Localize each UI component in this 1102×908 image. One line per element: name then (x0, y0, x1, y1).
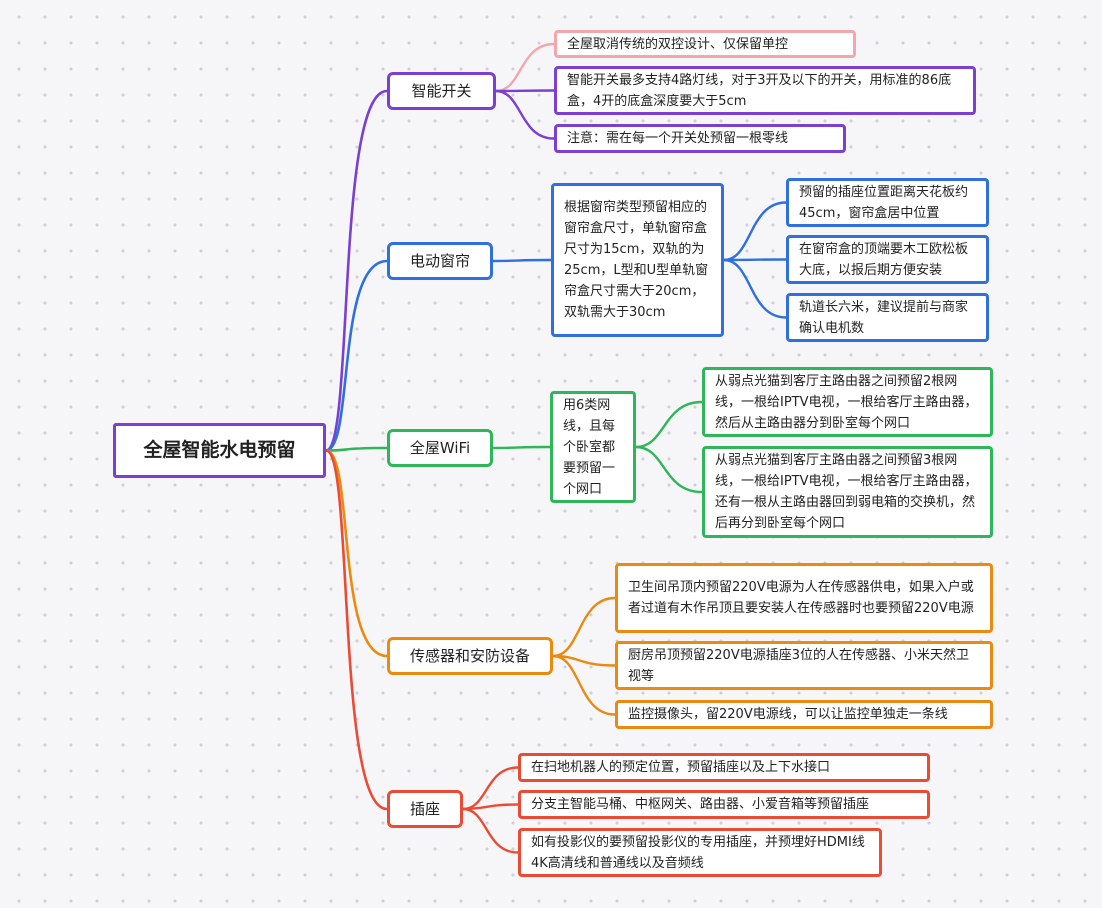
link-switch-item-1 (494, 42, 556, 93)
sensor-item-1[interactable]: 卫生间吊顶内预留220V电源为人在传感器供电，如果入户或者过道有木作吊顶且要安装… (615, 563, 993, 633)
branch-smart-switch-label: 智能开关 (411, 81, 472, 100)
switch-item-2[interactable]: 智能开关最多支持4路灯线，对于3开及以下的开关，用标准的86底盒，4开的底盒深度… (554, 66, 976, 115)
socket-item-3-text: 如有投影仪的要预留投影仪的专用插座，并预埋好HDMI线4K高清线和普通线以及音频… (531, 834, 865, 871)
curtain-item-3[interactable]: 轨道长六米，建议提前与商家确认电机数 (786, 293, 989, 342)
sensor-item-1-text: 卫生间吊顶内预留220V电源为人在传感器供电，如果入户或者过道有木作吊顶且要安装… (628, 580, 974, 616)
link-wifi-item-1 (634, 400, 704, 449)
switch-item-3-text: 注意：需在每一个开关处预留一根零线 (567, 131, 789, 146)
wifi-item-1[interactable]: 从弱点光猫到客厅主路由器之间预留2根网线，一根给IPTV电视，一根给客厅主路由器… (702, 367, 993, 437)
socket-item-1[interactable]: 在扫地机器人的预定位置，预留插座以及上下水接口 (518, 753, 930, 782)
branch-sensor-security-label: 传感器和安防设备 (409, 646, 530, 665)
root-topic[interactable]: 全屋智能水电预留 (113, 423, 326, 478)
socket-item-2[interactable]: 分支主智能马桶、中枢网关、路由器、小爱音箱等预留插座 (518, 790, 930, 819)
sensor-item-2-text: 厨房吊顶预留220V电源插座3位的人在传感器、小米天然卫视等 (628, 647, 969, 684)
root-topic-label: 全屋智能水电预留 (143, 439, 296, 461)
curtain-size-note-text: 根据窗帘类型预留相应的窗帘盒尺寸，单轨窗帘盒尺寸为15cm，双轨的为25cm，L… (564, 200, 709, 320)
switch-item-1[interactable]: 全屋取消传统的双控设计、仅保留单控 (554, 30, 856, 58)
link-curtain-item-3 (722, 258, 788, 319)
link-switch-item-3 (494, 89, 556, 140)
switch-item-2-text: 智能开关最多支持4路灯线，对于3开及以下的开关，用标准的86底盒，4开的底盒深度… (567, 72, 952, 109)
sensor-item-3[interactable]: 监控摄像头，留220V电源线，可以让监控单独走一条线 (615, 700, 993, 729)
link-socket-item-1 (461, 766, 520, 811)
link-sensor-item-3 (551, 654, 617, 716)
link-wifi-item-2 (634, 445, 704, 494)
branch-socket-label: 插座 (409, 799, 440, 818)
branch-whole-house-wifi-label: 全屋WiFi (409, 438, 471, 457)
switch-item-3[interactable]: 注意：需在每一个开关处预留一根零线 (554, 124, 846, 153)
curtain-item-3-text: 轨道长六米，建议提前与商家确认电机数 (799, 299, 969, 336)
branch-whole-house-wifi[interactable]: 全屋WiFi (387, 429, 493, 467)
link-root-socket (324, 449, 389, 811)
branch-electric-curtain[interactable]: 电动窗帘 (387, 242, 493, 280)
sensor-item-2[interactable]: 厨房吊顶预留220V电源插座3位的人在传感器、小米天然卫视等 (615, 641, 993, 690)
branch-socket[interactable]: 插座 (387, 790, 463, 828)
branch-electric-curtain-label: 电动窗帘 (409, 251, 470, 270)
sensor-item-3-text: 监控摄像头，留220V电源线，可以让监控单独走一条线 (628, 707, 948, 722)
socket-item-1-text: 在扫地机器人的预定位置，预留插座以及上下水接口 (531, 760, 831, 775)
socket-item-2-text: 分支主智能马桶、中枢网关、路由器、小爱音箱等预留插座 (531, 797, 870, 812)
curtain-size-note[interactable]: 根据窗帘类型预留相应的窗帘盒尺寸，单轨窗帘盒尺寸为15cm，双轨的为25cm，L… (551, 183, 724, 337)
curtain-item-2[interactable]: 在窗帘盒的顶端要木工欧松板大底，以报后期方便安装 (786, 235, 989, 284)
link-wifi-mid (491, 445, 552, 450)
wifi-item-2[interactable]: 从弱点光猫到客厅主路由器之间预留3根网线，一根给IPTV电视，一根给客厅主路由器… (702, 446, 993, 538)
curtain-item-1-text: 预留的插座位置距离天花板约45cm，窗帘盒居中位置 (799, 184, 969, 221)
link-curtain-item-2 (722, 258, 788, 262)
curtain-item-2-text: 在窗帘盒的顶端要木工欧松板大底，以报后期方便安装 (799, 241, 969, 278)
link-socket-item-3 (461, 807, 520, 854)
wifi-cable-note[interactable]: 用6类网线，且每个卧室都要预留一个网口 (550, 391, 636, 503)
branch-smart-switch[interactable]: 智能开关 (387, 72, 496, 110)
wifi-item-1-text: 从弱点光猫到客厅主路由器之间预留2根网线，一根给IPTV电视，一根给客厅主路由器… (715, 373, 978, 431)
link-switch-item-2 (494, 89, 556, 93)
wifi-item-2-text: 从弱点光猫到客厅主路由器之间预留3根网线，一根给IPTV电视，一根给客厅主路由器… (715, 453, 978, 531)
curtain-item-1[interactable]: 预留的插座位置距离天花板约45cm，窗帘盒居中位置 (786, 178, 989, 227)
link-root-sensor (324, 449, 389, 658)
link-root-switch (324, 89, 389, 452)
branch-sensor-security[interactable]: 传感器和安防设备 (387, 637, 553, 675)
switch-item-1-text: 全屋取消传统的双控设计、仅保留单控 (567, 36, 789, 52)
link-sensor-item-1 (551, 596, 617, 658)
link-curtain-item-1 (722, 201, 788, 262)
socket-item-3[interactable]: 如有投影仪的要预留投影仪的专用插座，并预埋好HDMI线4K高清线和普通线以及音频… (518, 828, 882, 877)
link-root-curtain (324, 259, 389, 452)
link-curtain-mid (491, 258, 553, 263)
wifi-cable-note-text: 用6类网线，且每个卧室都要预留一个网口 (563, 397, 616, 497)
link-root-wifi (324, 446, 389, 452)
